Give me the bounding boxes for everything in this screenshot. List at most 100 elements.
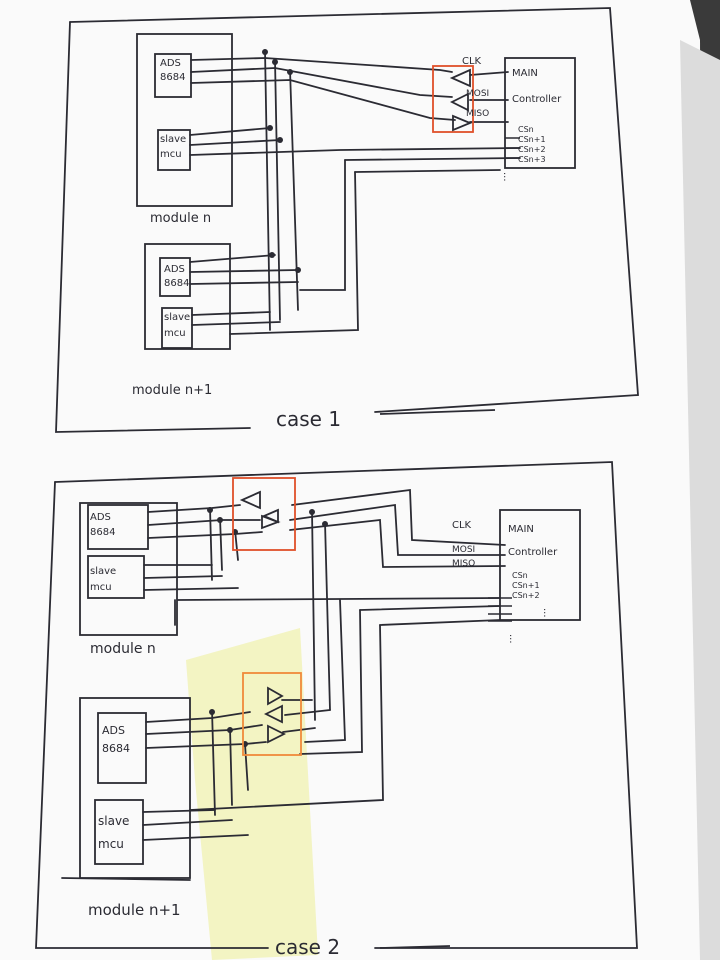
case2-controller-pin-1: CSn	[512, 571, 528, 580]
case2-miso-out	[289, 519, 506, 568]
case2-controller-dots: ...	[541, 608, 552, 618]
case1-frame-left	[55, 21, 251, 433]
case2-module-n-box	[79, 502, 178, 636]
case1-module-n1-adc-label-1: ADS	[164, 264, 185, 275]
case1-module-n-adc-label-1: ADS	[160, 58, 181, 69]
case1-csn2-line	[354, 169, 501, 173]
case2-controller-title-2: Controller	[508, 547, 558, 558]
case2-module-n1-label: module n+1	[88, 901, 181, 919]
case1-adc-n1-line-1	[189, 254, 276, 263]
case2-n1-vbus-1	[211, 709, 216, 816]
case2-csn1-line	[359, 605, 501, 611]
case2-module-n1-adc-label-1: ADS	[102, 724, 125, 737]
case2-csn2-line	[379, 619, 501, 626]
case2-lower-buffer-box	[242, 672, 302, 756]
case2-n-vbus-2	[219, 517, 223, 571]
case2-n-vbus-3	[234, 529, 239, 561]
case1-module-n1-mcu-box	[161, 307, 193, 349]
case2-clk-label: CLK	[452, 520, 472, 531]
case1-module-n-mcu-box	[157, 129, 191, 171]
case2-mid-vbus-1	[311, 509, 316, 721]
case1-mosi-buffer	[449, 92, 469, 112]
case1-caption: case 1	[276, 407, 341, 431]
case2-lower-mosi-buffer	[263, 704, 283, 724]
case1-caption-rule	[379, 409, 496, 415]
case2-tape	[186, 628, 318, 960]
case2-csn-line	[177, 597, 501, 601]
case1-controller-dots: ...	[501, 172, 512, 182]
case1-module-n-mcu-label-1: slave	[160, 134, 186, 145]
case1-controller-pins	[505, 137, 520, 159]
case2-controller-box	[499, 509, 581, 621]
case1-frame	[69, 7, 639, 413]
case1-controller-pin-3: CSn+2	[518, 145, 546, 154]
case2-frame-left	[35, 481, 269, 949]
case2-lower-clk-buffer	[267, 686, 284, 706]
case1-miso-line	[190, 79, 456, 121]
case2-baseline	[61, 877, 191, 881]
case2-mcu-n-line-3	[143, 587, 239, 591]
case2-caption: case 2	[275, 935, 340, 959]
case2-module-n-adc-box	[87, 504, 149, 550]
case1-clk-buffer	[449, 68, 471, 88]
case2-module-n1-box	[79, 697, 191, 879]
case1-module-n1-adc-box	[159, 257, 191, 297]
case2-n-vbus-1	[209, 507, 213, 581]
case1-mosi-label: MOSI	[466, 89, 489, 99]
case2-module-n1-adc-label-2: 8684	[102, 742, 130, 755]
case1-clk-line	[190, 57, 453, 73]
case1-cs-n1-return	[229, 171, 359, 335]
case2-mcu-n1-line-2	[142, 819, 233, 826]
case1-controller-pin-4: CSn+3	[518, 155, 546, 164]
case1-vbus-2	[274, 59, 281, 321]
case1-module-n-adc-box	[154, 53, 192, 98]
case2-module-n-mcu-label-1: slave	[90, 566, 116, 577]
case2-mcu-n1-line-3	[142, 834, 249, 841]
case2-controller-pins	[488, 597, 512, 622]
case1-module-n1-mcu-label-2: mcu	[164, 328, 186, 339]
case2-module-n1-mcu-label-1: slave	[98, 814, 129, 828]
case2-module-n-adc-label-2: 8684	[90, 527, 115, 538]
case2-module-n-label: module n	[90, 641, 156, 657]
case2-frame	[54, 461, 638, 949]
case2-n1-vbus-2	[229, 727, 233, 806]
case1-module-n-mcu-label-2: mcu	[160, 149, 182, 160]
case1-csn1-line	[344, 157, 521, 161]
case2-upper-clk-buffer	[239, 490, 261, 510]
case2-caption-rule	[379, 945, 451, 949]
case1-module-n-label: module n	[150, 211, 211, 226]
case2-mosi-out	[289, 503, 506, 556]
case1-mcu-n-line-2	[189, 139, 281, 146]
case1-controller-pin-1: CSn	[518, 125, 534, 134]
case2-module-n1-mcu-box	[94, 799, 144, 865]
case1-mcu-n1-line-2	[191, 321, 281, 326]
case1-adc-n1-line-3	[189, 281, 299, 285]
case2-csn1-drop	[304, 599, 346, 743]
case2-lb-out-3	[282, 727, 316, 733]
case2-module-n-adc-label-1: ADS	[90, 512, 111, 523]
case1-module-n1-mcu-label-1: slave	[164, 312, 190, 323]
case1-controller-box	[504, 57, 576, 169]
case2-miso-label: MISO	[452, 559, 475, 569]
case2-n1-vbus-3	[244, 743, 249, 791]
case1-adc-n1-line-2	[189, 269, 299, 273]
case2-controller-pin-3: CSn+2	[512, 591, 540, 600]
paper-underneath	[680, 40, 720, 960]
case2-module-n-mcu-label-2: mcu	[90, 582, 112, 593]
case2-mcu-n-line-2	[143, 575, 223, 579]
case2-clk-out	[291, 488, 506, 546]
case1-module-n1-box	[144, 243, 231, 350]
case1-buffer-group	[432, 65, 474, 133]
case2-controller-pin-2: CSn+1	[512, 581, 540, 590]
case2-lb-out-2	[284, 709, 331, 716]
case1-buffer-box	[432, 65, 474, 133]
case2-mid-vbus-2	[324, 521, 331, 711]
case2-mosi-label: MOSI	[452, 545, 475, 555]
case1-junctions	[262, 49, 301, 273]
case2-csn1-return	[299, 609, 363, 755]
case1-module-n-box	[136, 33, 233, 207]
case2-lower-miso-buffer	[267, 724, 287, 744]
case2-lower-buffer-group	[242, 672, 302, 756]
case1-diagram	[55, 7, 639, 433]
